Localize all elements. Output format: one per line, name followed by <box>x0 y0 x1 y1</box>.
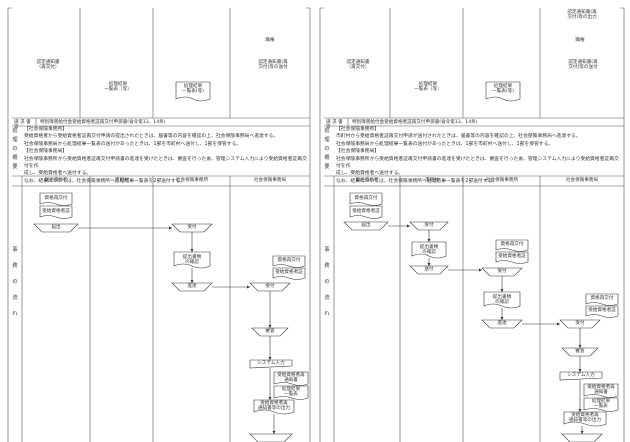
system-input-shape <box>249 359 293 369</box>
doc-label-3: 資格再交付 <box>277 258 301 263</box>
doc-label-3: 資格再交付 <box>500 242 524 247</box>
col-header-applicant: 受給資格者 <box>44 178 68 183</box>
doc-label-5: 資格再交付 <box>590 296 614 301</box>
process-submit <box>33 223 79 233</box>
top-doc-box-label: 処理結果 一覧表(等) <box>182 84 204 95</box>
doc-shape-1 <box>39 192 73 206</box>
flow-label: 事 務 の 流 れ <box>12 247 18 317</box>
doc-shape-5 <box>273 371 309 386</box>
step-receive: 受付 <box>187 225 197 230</box>
process-receive2 <box>249 282 291 292</box>
top-col2-header: 職権 <box>265 38 275 43</box>
doc-label-1: 資格再交付 <box>354 196 378 201</box>
right-page: 認定通知書(再 交付)等の出力 職権 認定通知書 （再交付） 処理結果 一覧表（… <box>316 0 630 442</box>
request-label: 請 求 書 等 <box>326 120 343 131</box>
doc-label-6: 処理結果 一覧表 <box>281 387 301 398</box>
step-forward: 進達 <box>497 321 507 326</box>
process-forward <box>171 282 213 292</box>
step-receive2: 受付 <box>265 284 275 289</box>
step-review: 審査 <box>265 329 275 334</box>
col-header-office: 社会保険事務所 <box>175 178 209 183</box>
top-col3-text: 認定通知書(再 交付)等の送付 <box>258 60 288 71</box>
doc-shape-6 <box>273 385 309 400</box>
request-label: 請 求 書 等 <box>14 120 31 131</box>
process-review <box>251 327 289 337</box>
right-frame-lines <box>319 7 625 442</box>
gaiyo-label: 処 理 の 概 要 <box>324 128 330 170</box>
doc-label-2: 受給資格者証 <box>352 209 380 214</box>
top-col2-header: 職権 <box>575 38 585 43</box>
doc-label-2: 受給資格者証 <box>42 209 70 214</box>
step-system: システム入力 <box>257 361 285 366</box>
step-check: 提出書類 の確認 <box>492 295 512 306</box>
gaiyo-label: 処 理 の 概 要 <box>12 128 18 170</box>
step-review: 審査 <box>575 349 585 354</box>
doc-shape-3 <box>272 255 306 268</box>
output-shape <box>253 399 295 415</box>
top-doc-box-label: 処理結果 一覧表(等) <box>492 84 514 95</box>
top-col3-header: 認定通知書(再 交付)等の出力 <box>567 10 597 21</box>
top-col1-text: 認定通知書 （再交付） <box>346 60 370 71</box>
left-frame-lines <box>7 7 311 442</box>
col-header-city: 市町村 <box>115 178 129 183</box>
step-receive-office: 受付 <box>497 269 507 274</box>
step-submit: 届出 <box>361 223 371 228</box>
step-check-city: 提出書類 の確認 <box>419 245 439 256</box>
doc-label-7: 受給資格者再 通知書等の出力 <box>257 401 291 412</box>
doc-label-8: 処理結果 一覧表 <box>591 399 611 410</box>
request-text: 特別障害給付金受給資格者証再交付申請書(省令第13、14条) <box>352 120 478 125</box>
step-forward: 進達 <box>187 284 197 289</box>
step-receive: 受付 <box>424 223 434 228</box>
col-header-bureau: 社会保険事務局 <box>253 178 287 183</box>
doc-shape-2 <box>39 205 73 219</box>
doc-label-6: 受給資格者証 <box>588 308 616 313</box>
col-header-bureau: 社会保険事務局 <box>565 178 599 183</box>
step-receive2: 受付 <box>575 321 585 326</box>
col-header-office: 社会保険事務所 <box>485 178 519 183</box>
process-receive <box>171 223 213 233</box>
step-send: 送付 <box>424 267 434 272</box>
flow-label: 事 務 の 流 れ <box>324 247 330 317</box>
col-header-city: 市町村 <box>425 178 439 183</box>
top-col2-result: 処理結果 一覧表（等） <box>104 82 132 93</box>
doc-label-9: 受給資格者再 通知書等の出力 <box>568 413 602 424</box>
step-check: 提出書類 の確認 <box>182 255 202 266</box>
top-col3-text: 認定通知書(再 交付)等の送付 <box>568 60 598 71</box>
step-system: システム入力 <box>567 373 595 378</box>
request-text: 特別障害給付金受給資格者証再交付申請書(省令第13、14条) <box>40 120 166 125</box>
left-page: 職権 認定通知書 （再交付） 処理結果 一覧表（等） 処理結果 一覧表(等) 認… <box>0 0 313 442</box>
top-col2-result: 処理結果 一覧表（等） <box>414 82 442 93</box>
top-col1-text: 認定通知書 （再交付） <box>36 60 60 71</box>
process-notes: 【社会保険事務所】 受給資格者から受給資格者証再交付申請の提出されたときは、届書… <box>24 127 307 184</box>
process-bottom <box>249 433 293 442</box>
doc-label-4: 受給資格者証 <box>275 270 303 275</box>
doc-label-1: 資格再交付 <box>44 196 68 201</box>
doc-shape-4 <box>272 267 306 280</box>
col-header-applicant: 受給資格者 <box>355 178 379 183</box>
doc-label-7: 受給資格者再 通知書 <box>587 385 615 396</box>
doc-label-4: 受給資格者証 <box>498 254 526 259</box>
step-submit: 届出 <box>51 225 61 230</box>
doc-label-5: 受給資格者再 通知書 <box>277 373 305 384</box>
process-notes: 【社会保険事務所】 市町村から受給資格者証再交付申請が送付されたときは、届書等の… <box>336 127 619 184</box>
check-shape <box>173 251 211 269</box>
